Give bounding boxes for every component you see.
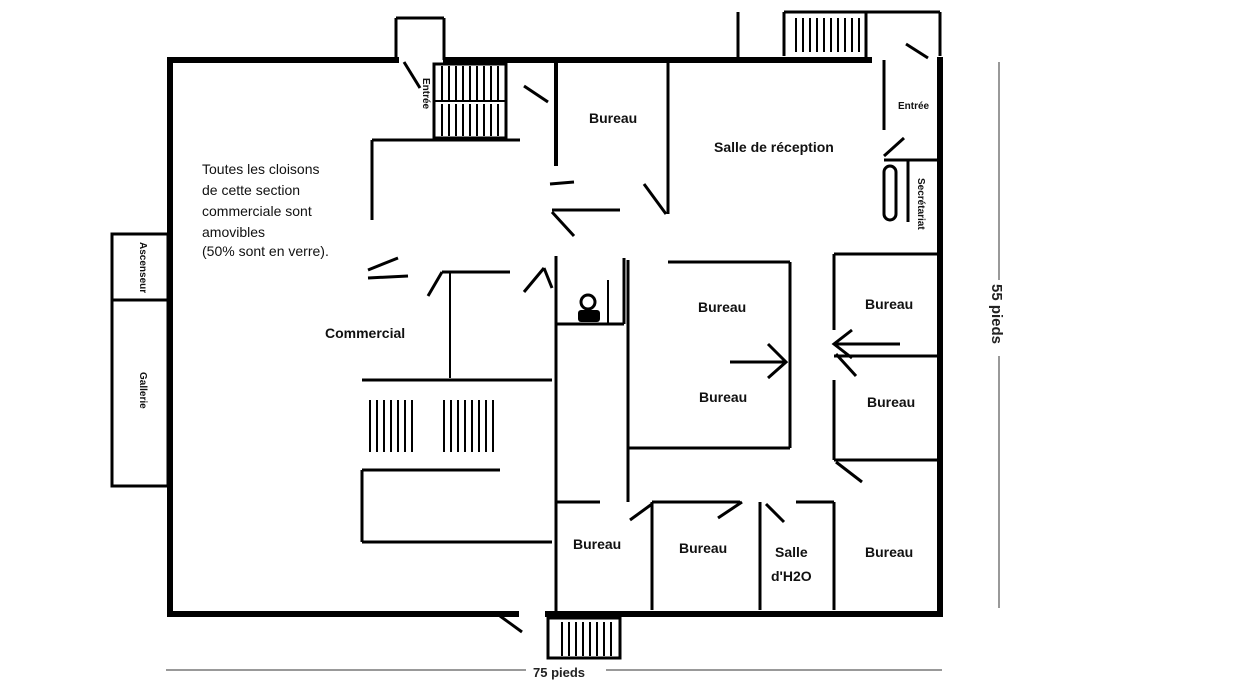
note-line-2: de cette section xyxy=(202,182,300,198)
label-bureau-top: Bureau xyxy=(589,110,637,126)
dimension-height: 55 pieds xyxy=(988,62,1010,608)
stairs-left-entry xyxy=(432,62,508,140)
label-entree-right: Entrée xyxy=(898,101,930,112)
label-commercial: Commercial xyxy=(325,325,405,341)
label-bureau-right-1: Bureau xyxy=(865,296,913,312)
note-line-3: commerciale sont xyxy=(202,203,312,219)
label-ascenseur: Ascenseur xyxy=(137,242,148,293)
label-entree-left: Entrée xyxy=(420,78,431,110)
label-bureau-center-top: Bureau xyxy=(698,299,746,315)
label-height: 55 pieds xyxy=(988,284,1005,344)
dimension-width: 75 pieds xyxy=(166,662,942,680)
note-line-1: Toutes les cloisons xyxy=(202,161,320,177)
secretariat-desk xyxy=(882,164,898,222)
annex-left xyxy=(110,232,170,488)
label-bureau-bottom-right: Bureau xyxy=(865,544,913,560)
stairs-top-right xyxy=(782,12,860,56)
label-gallerie: Gallerie xyxy=(137,372,148,409)
stairs-commercial xyxy=(369,400,494,452)
label-width: 75 pieds xyxy=(533,665,585,680)
lock-icon xyxy=(578,293,600,322)
interior-walls xyxy=(360,60,940,614)
label-salle-h2o-2: d'H2O xyxy=(771,568,812,584)
note-text: Toutes les cloisons de cette section com… xyxy=(202,161,329,259)
stairs-bottom xyxy=(546,616,622,660)
label-secretariat: Secrétariat xyxy=(915,178,926,230)
room-labels: Bureau Salle de réception Entrée Secréta… xyxy=(137,78,930,584)
exterior-walls xyxy=(167,10,943,617)
arrow-right-center xyxy=(730,342,789,380)
note-line-4: amovibles xyxy=(202,224,265,240)
label-bureau-right-2: Bureau xyxy=(867,394,915,410)
label-salle-h2o-1: Salle xyxy=(775,544,808,560)
label-bureau-center-bottom: Bureau xyxy=(699,389,747,405)
label-bureau-bottom-1: Bureau xyxy=(573,536,621,552)
arrow-left-right-block xyxy=(831,328,900,360)
note-line-5: (50% sont en verre). xyxy=(202,243,329,259)
label-bureau-bottom-2: Bureau xyxy=(679,540,727,556)
label-salle-reception: Salle de réception xyxy=(714,139,834,155)
